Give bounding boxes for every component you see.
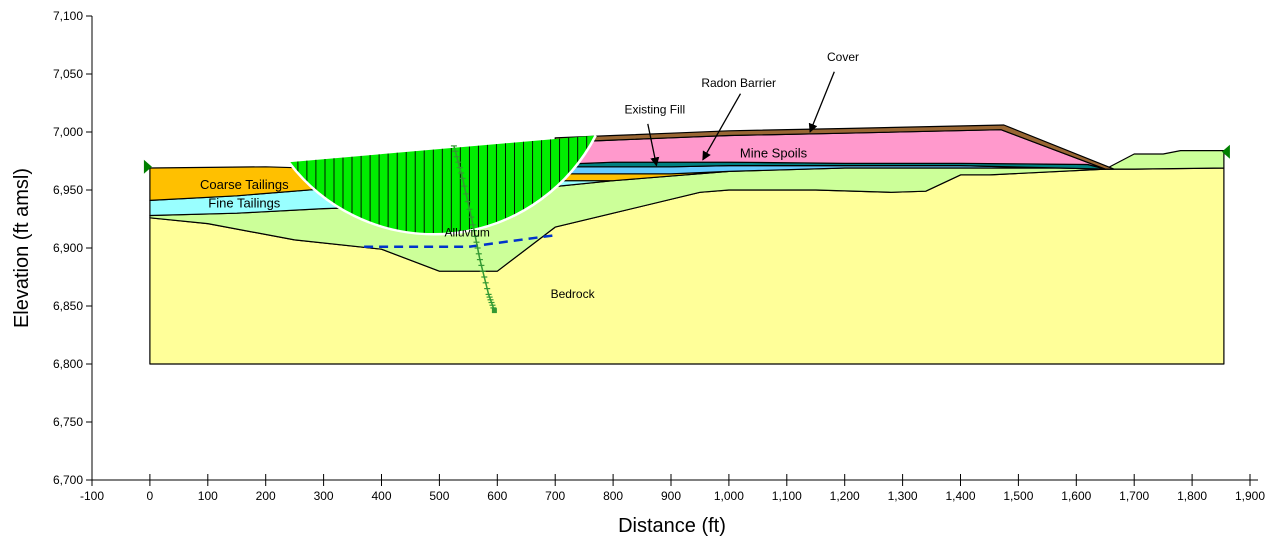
callout-arrow-existing-fill — [647, 123, 660, 167]
x-tick-label: 1,200 — [830, 489, 860, 503]
y-tick-label: 6,700 — [53, 473, 83, 487]
x-tick-label: 1,100 — [772, 489, 802, 503]
x-tick-label: 600 — [487, 489, 507, 503]
slip-surface-group — [287, 134, 597, 236]
x-tick-label: 0 — [147, 489, 154, 503]
piezometer-end-marker — [491, 308, 497, 314]
y-tick-label: 7,100 — [53, 9, 83, 23]
callout-arrow-cover — [808, 71, 835, 133]
y-tick-label: 7,000 — [53, 125, 83, 139]
phreatic-line — [364, 233, 556, 249]
region-labels: Bedrock Alluvium Fine Tailings Coarse Taili… — [200, 50, 859, 301]
label-mine-spoils: Mine Spoils — [740, 146, 808, 161]
x-tick-label: 1,800 — [1177, 489, 1207, 503]
geologic-layers — [149, 124, 1225, 365]
right-boundary-marker — [1221, 144, 1230, 159]
x-tick-label: 1,700 — [1119, 489, 1149, 503]
x-tick-label: 800 — [603, 489, 623, 503]
y-axis-title: Elevation (ft amsl) — [11, 168, 33, 328]
x-tick-label: 1,900 — [1235, 489, 1265, 503]
label-radon-barrier: Radon Barrier — [701, 76, 776, 90]
x-tick-label: 1,500 — [1003, 489, 1033, 503]
label-existing-fill: Existing Fill — [624, 102, 685, 116]
x-tick-label: 1,600 — [1061, 489, 1091, 503]
x-tick-label: 1,000 — [714, 489, 744, 503]
label-coarse-tailings: Coarse Tailings — [200, 177, 289, 192]
label-bedrock: Bedrock — [551, 287, 596, 301]
x-tick-label: 1,300 — [888, 489, 918, 503]
x-tick-label: 1,400 — [945, 489, 975, 503]
layer-cover — [554, 124, 1115, 170]
x-tick-label: 700 — [545, 489, 565, 503]
callout-arrow-radon-barrier — [702, 93, 742, 161]
label-fine-tailings: Fine Tailings — [208, 195, 281, 210]
x-tick-label: 400 — [371, 489, 391, 503]
x-tick-label: 200 — [256, 489, 276, 503]
x-tick-label: 900 — [661, 489, 681, 503]
y-tick-label: 6,800 — [53, 357, 83, 371]
left-boundary-marker — [143, 159, 152, 174]
y-tick-label: 6,900 — [53, 241, 83, 255]
slip-surface-arc — [287, 134, 597, 236]
y-tick-label: 6,950 — [53, 183, 83, 197]
x-tick-label: -100 — [80, 489, 104, 503]
x-tick-label: 300 — [314, 489, 334, 503]
overlay-lines — [143, 71, 1230, 314]
x-tick-label: 100 — [198, 489, 218, 503]
x-axis-title: Distance (ft) — [618, 515, 726, 537]
x-tick-label: 500 — [429, 489, 449, 503]
label-cover: Cover — [827, 50, 859, 64]
axes: 6,700 6,750 6,800 6,850 6,900 6,950 7,000 7,050… — [53, 9, 1265, 503]
y-tick-label: 6,750 — [53, 415, 83, 429]
label-alluvium: Alluvium — [445, 225, 490, 239]
y-tick-label: 6,850 — [53, 299, 83, 313]
y-tick-label: 7,050 — [53, 67, 83, 81]
